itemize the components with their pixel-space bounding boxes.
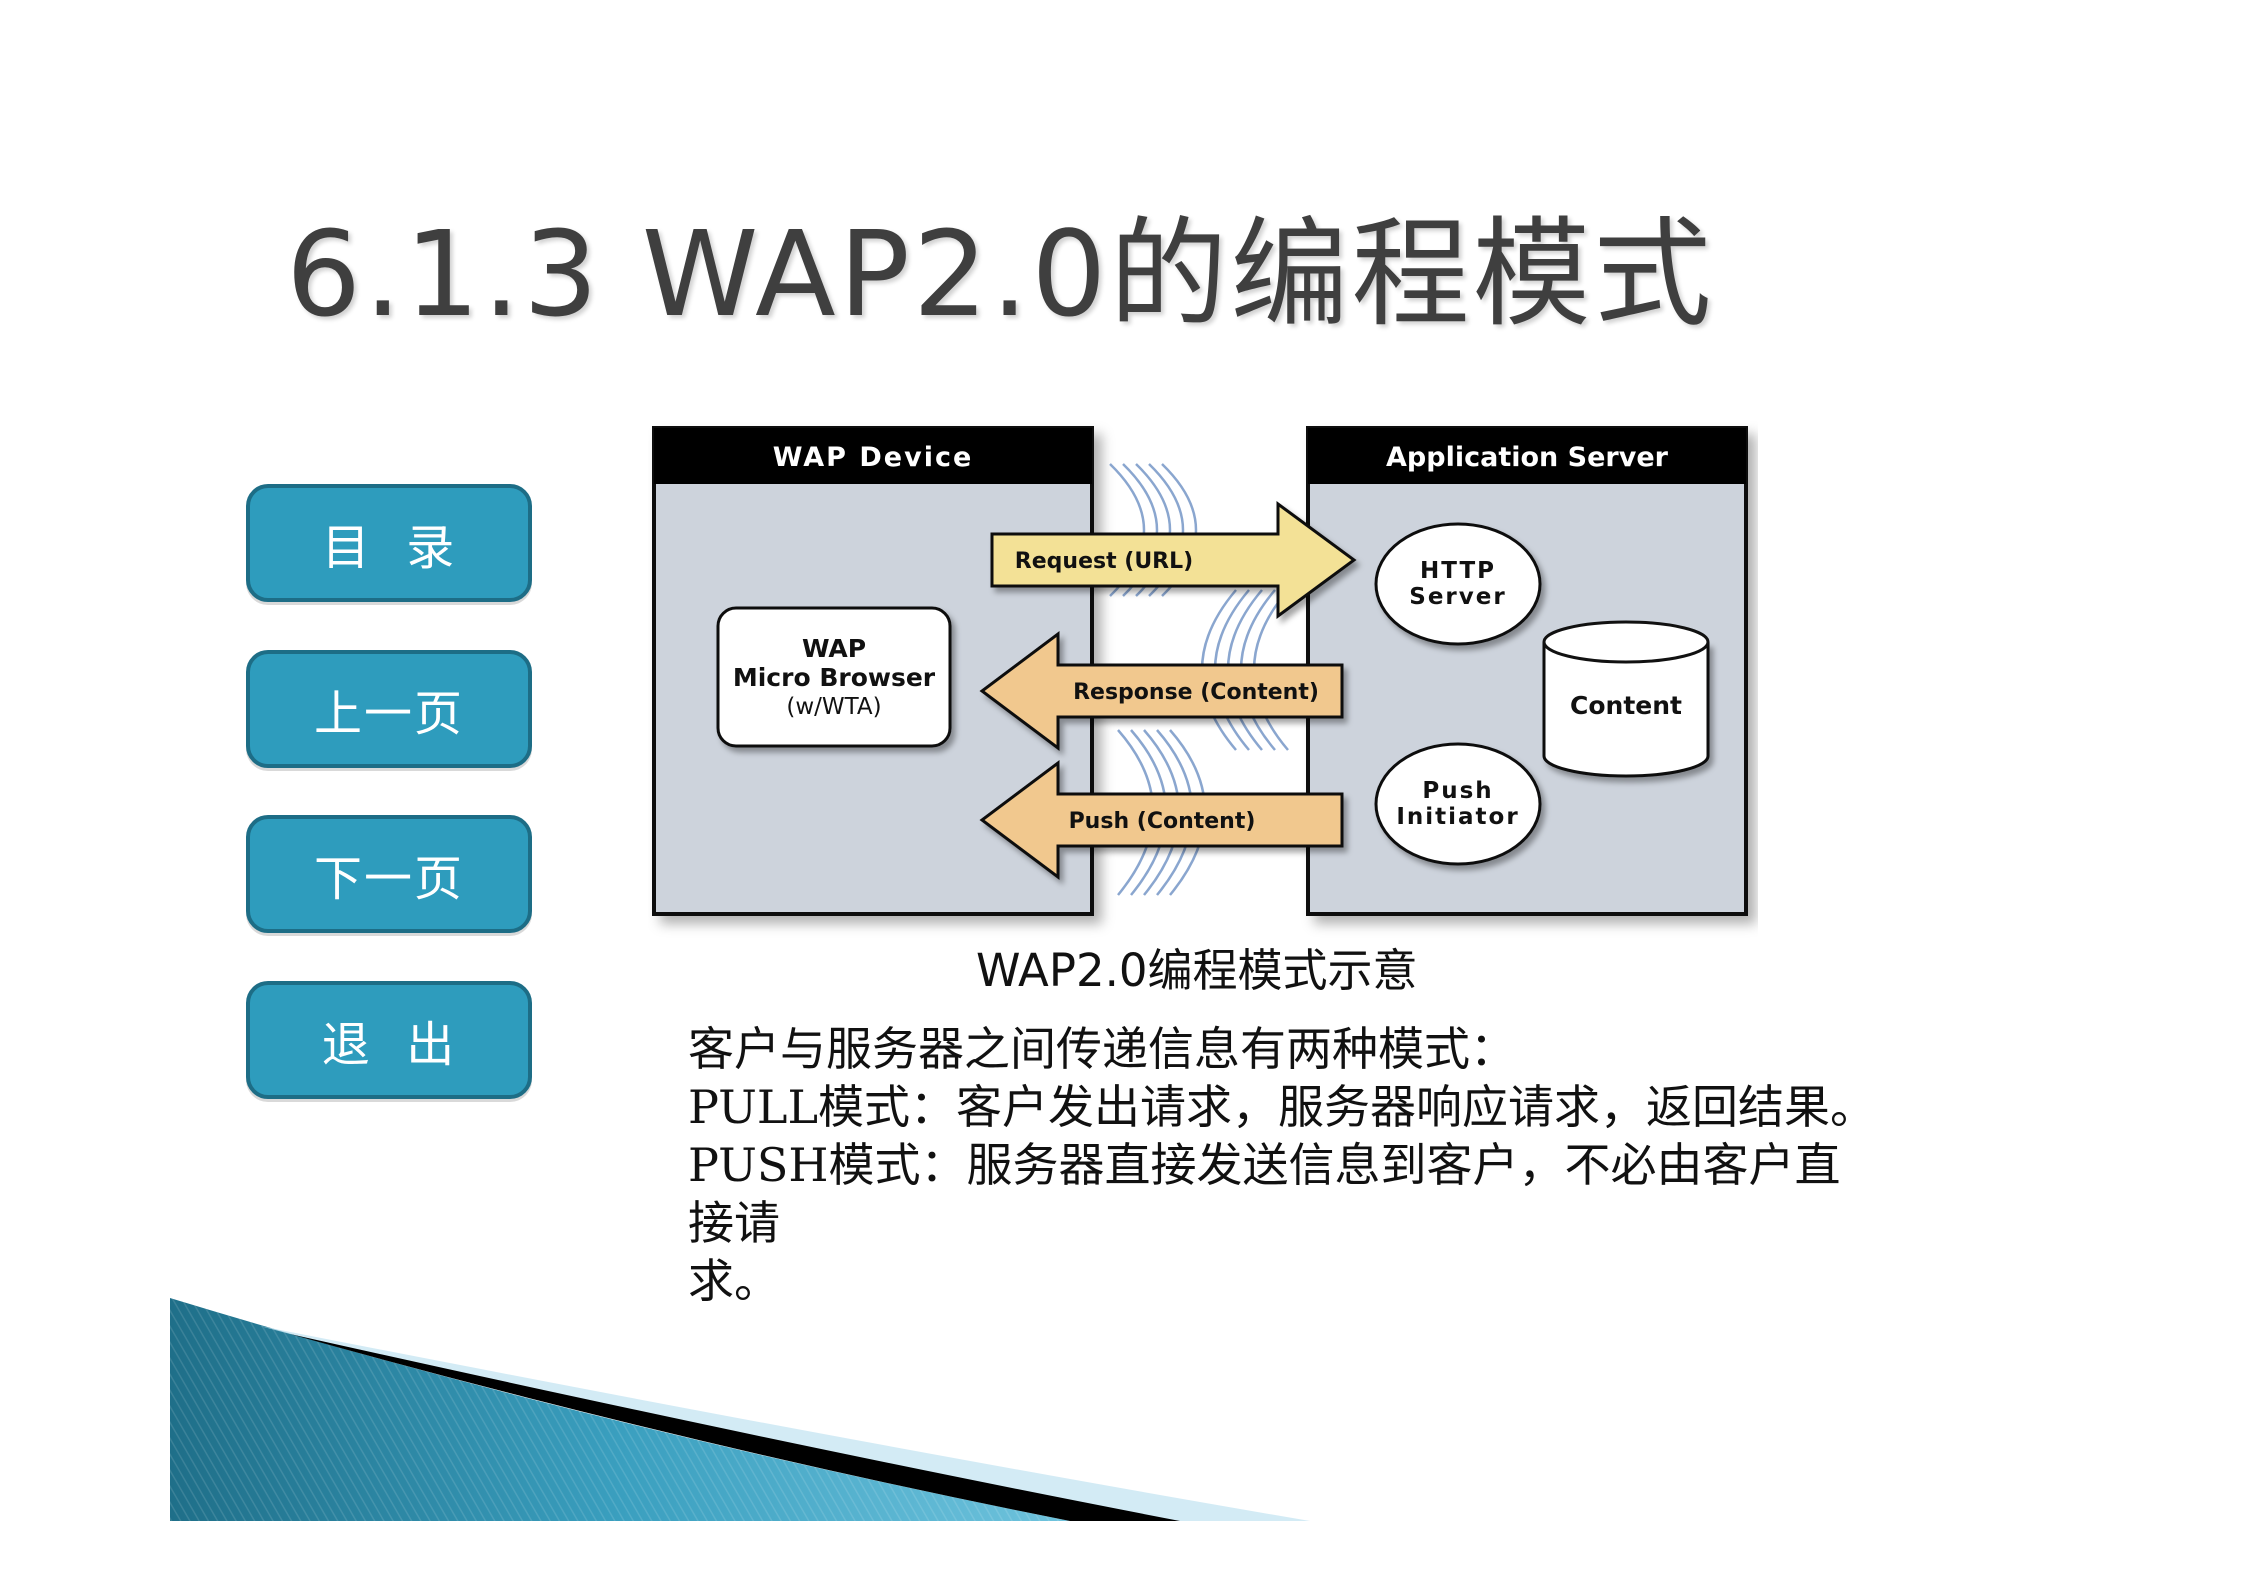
prev-page-button[interactable]: 上一页 (246, 650, 532, 768)
push-initiator-node: Push Initiator (1374, 742, 1542, 866)
description-line: 接请 (688, 1196, 780, 1250)
content-store: Content (1542, 620, 1710, 778)
http-server-node: HTTP Server (1374, 522, 1542, 646)
description-text: 客户与服务器之间传递信息有两种模式： PULL模式：客户发出请求，服务器响应请求… (688, 1020, 1928, 1310)
request-arrow: Request (URL) (990, 501, 1357, 619)
decorative-swoosh (170, 1298, 1310, 1521)
http-server-line1: HTTP (1420, 558, 1496, 584)
wap-programming-model-diagram: WAP Device Application Server (652, 426, 1748, 916)
push-label: Push (Content) (1069, 809, 1256, 834)
next-page-button[interactable]: 下一页 (246, 815, 532, 933)
push-initiator-line2: Initiator (1396, 804, 1519, 830)
browser-label-line2: Micro Browser (733, 663, 936, 692)
response-arrow: Response (Content) (979, 631, 1344, 751)
page-title: 6.1.3 WAP2.0的编程模式 (286, 205, 1715, 343)
http-server-line2: Server (1409, 584, 1506, 610)
description-line: 求。 (688, 1254, 780, 1308)
push-initiator-line1: Push (1422, 778, 1493, 804)
browser-label-line1: WAP (802, 634, 866, 663)
request-label: Request (URL) (1015, 549, 1193, 574)
exit-button[interactable]: 退 出 (246, 981, 532, 1099)
push-arrow: Push (Content) (979, 760, 1344, 880)
description-line: PUSH模式：服务器直接发送信息到客户，不必由客户直 (688, 1138, 1841, 1192)
content-label: Content (1570, 691, 1682, 720)
wap-micro-browser-box: WAP Micro Browser (w/WTA) (716, 606, 952, 748)
response-label: Response (Content) (1073, 680, 1319, 705)
application-server-header: Application Server (1386, 442, 1669, 473)
description-line: 客户与服务器之间传递信息有两种模式： (688, 1022, 1516, 1076)
description-line: PULL模式：客户发出请求，服务器响应请求，返回结果。 (688, 1080, 1877, 1134)
diagram-caption: WAP2.0编程模式示意 (976, 944, 1418, 997)
toc-button[interactable]: 目 录 (246, 484, 532, 602)
browser-label-line3: (w/WTA) (786, 694, 881, 720)
wap-device-header: WAP Device (773, 442, 974, 473)
